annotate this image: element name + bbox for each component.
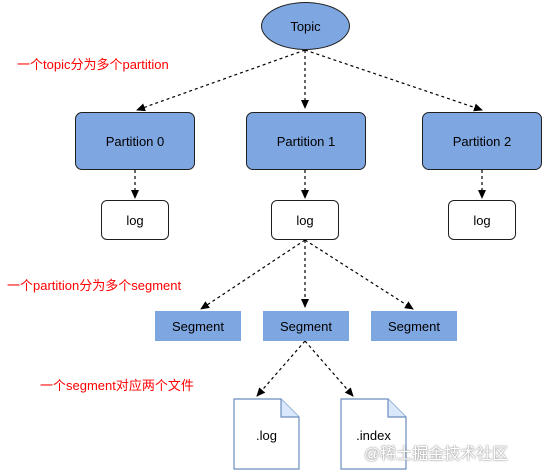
partition-2-log-node: log xyxy=(448,200,516,240)
index-file-icon xyxy=(340,398,407,470)
partition-2-node: Partition 2 xyxy=(422,112,542,170)
partition-1-log-label: log xyxy=(296,212,314,228)
partition-0-node: Partition 0 xyxy=(75,112,195,170)
edge-log-segment0 xyxy=(200,239,306,310)
partition-0-log-node: log xyxy=(101,200,169,240)
log-file-label: .log xyxy=(256,428,277,443)
partition-0-log-label: log xyxy=(126,212,144,228)
partition-1-node: Partition 1 xyxy=(246,112,366,170)
index-file-label: .index xyxy=(356,428,391,443)
topic-label: Topic xyxy=(290,18,321,34)
edge-log-segment2 xyxy=(304,239,414,310)
annotation-topic-partition: 一个topic分为多个partition xyxy=(17,57,169,72)
partition-1-label: Partition 1 xyxy=(276,133,336,149)
partition-2-label: Partition 2 xyxy=(452,133,512,149)
edge-segment-logfile xyxy=(256,340,306,397)
segment-1-node: Segment xyxy=(263,311,349,341)
index-file-node: .index xyxy=(340,398,407,470)
segment-2-node: Segment xyxy=(371,311,457,341)
topic-node: Topic xyxy=(261,2,350,50)
segment-0-node: Segment xyxy=(155,311,241,341)
segment-2-label: Segment xyxy=(387,318,441,334)
log-file-icon xyxy=(233,398,300,470)
watermark: @稀土掘金技术社区 xyxy=(364,446,509,463)
edge-segment-indexfile xyxy=(304,340,354,397)
segment-1-label: Segment xyxy=(279,318,333,334)
partition-1-log-node: log xyxy=(271,200,339,240)
segment-0-label: Segment xyxy=(171,318,225,334)
partition-2-log-label: log xyxy=(473,212,491,228)
annotation-segment-files: 一个segment对应两个文件 xyxy=(40,378,194,393)
edge-topic-partition2 xyxy=(304,49,483,112)
annotation-partition-segment: 一个partition分为多个segment xyxy=(7,278,182,293)
log-file-node: .log xyxy=(233,398,300,470)
partition-0-label: Partition 0 xyxy=(105,133,165,149)
